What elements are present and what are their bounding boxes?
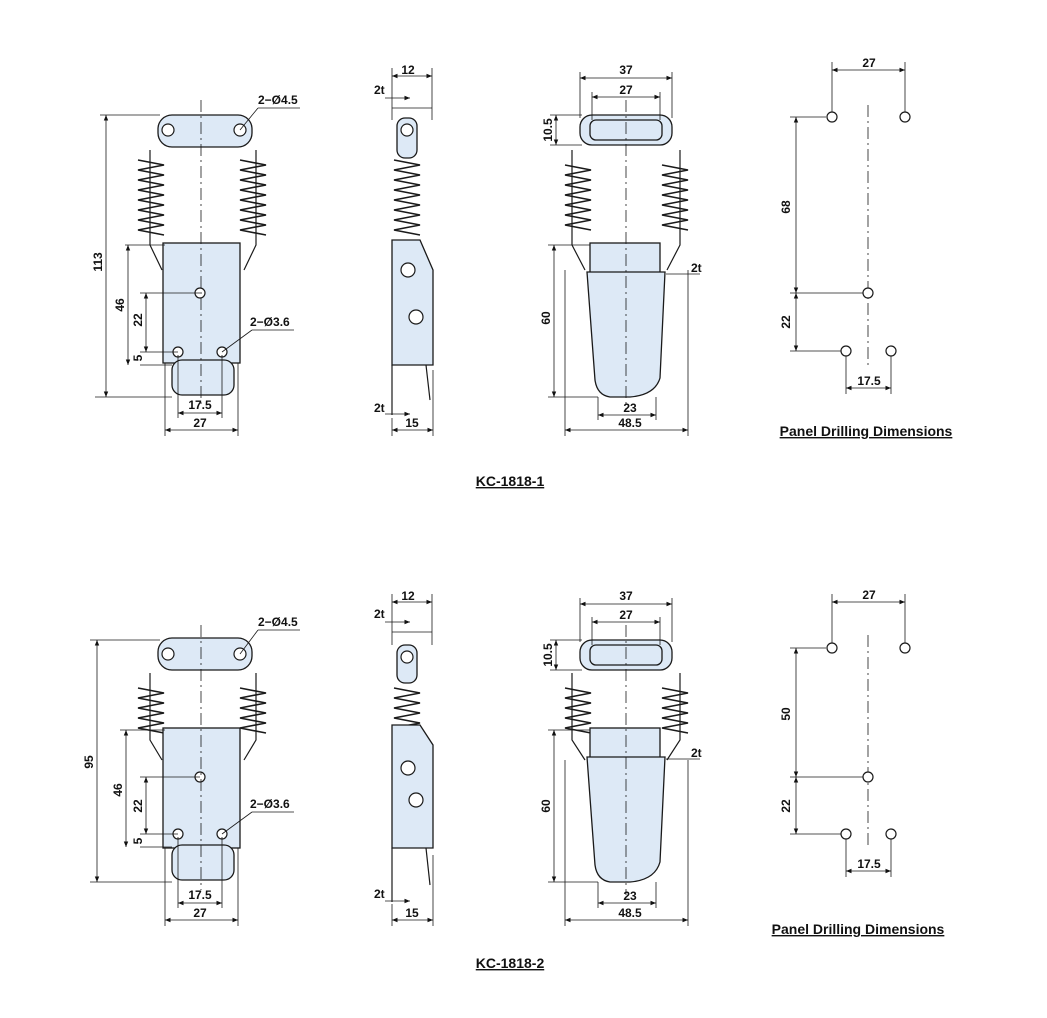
side-15-1: 15 — [405, 416, 419, 430]
dim-5-1: 5 — [131, 354, 145, 361]
side-2t-top-2: 2t — [374, 607, 385, 621]
closed-view-2: 37 27 10.5 60 2t 23 48.5 — [539, 589, 702, 926]
panel-27-1: 27 — [862, 56, 876, 70]
front-view-2: 2−Ø4.5 2−Ø3.6 95 46 22 5 17.5 27 — [82, 615, 300, 926]
side-2t-bot-1: 2t — [374, 401, 385, 415]
hole-top-label-2: 2−Ø4.5 — [258, 615, 298, 629]
dim-17-5-1: 17.5 — [188, 398, 212, 412]
side-12-1: 12 — [401, 63, 415, 77]
height-95: 95 — [82, 755, 96, 769]
panel-drilling-2: 27 50 22 17.5 Panel Drilling Dimensions — [772, 588, 945, 937]
dim-27-front-2: 27 — [193, 906, 207, 920]
panel-17-5-2: 17.5 — [857, 857, 881, 871]
side-2t-bot-2: 2t — [374, 887, 385, 901]
side-view-2: 12 2t 2t 15 — [374, 589, 434, 926]
hole-bottom-label-1: 2−Ø3.6 — [250, 315, 290, 329]
closed-60-1: 60 — [539, 311, 553, 325]
height-113: 113 — [91, 252, 105, 272]
closed-27-1: 27 — [619, 83, 633, 97]
side-12-2: 12 — [401, 589, 415, 603]
closed-48-5-2: 48.5 — [618, 906, 642, 920]
closed-23-1: 23 — [623, 401, 637, 415]
panel-22-2: 22 — [779, 799, 793, 813]
panel-22-1: 22 — [779, 315, 793, 329]
closed-48-5-1: 48.5 — [618, 416, 642, 430]
panel-caption-2: Panel Drilling Dimensions — [772, 921, 945, 937]
row-kc-1818-1: 2−Ø4.5 2−Ø3.6 113 46 22 5 17.5 27 — [91, 56, 953, 489]
dim-22-2: 22 — [131, 799, 145, 813]
dim-27-front-1: 27 — [193, 416, 207, 430]
closed-37-2: 37 — [619, 589, 633, 603]
closed-60-2: 60 — [539, 799, 553, 813]
row-kc-1818-2: 2−Ø4.5 2−Ø3.6 95 46 22 5 17.5 27 — [82, 588, 945, 971]
closed-10-5-1: 10.5 — [541, 118, 555, 142]
dim-46-1: 46 — [113, 298, 127, 312]
dim-46-2: 46 — [111, 783, 125, 797]
panel-68: 68 — [779, 200, 793, 214]
panel-17-5-1: 17.5 — [857, 374, 881, 388]
closed-10-5-2: 10.5 — [541, 643, 555, 667]
closed-27-2: 27 — [619, 608, 633, 622]
panel-drilling-1: 27 68 22 17.5 Panel Drilling Dimensions — [779, 56, 953, 439]
panel-27-2: 27 — [862, 588, 876, 602]
side-2t-top-1: 2t — [374, 83, 385, 97]
hole-bottom-label-2: 2−Ø3.6 — [250, 797, 290, 811]
panel-50: 50 — [779, 707, 793, 721]
panel-caption-1: Panel Drilling Dimensions — [780, 423, 953, 439]
closed-2t-1: 2t — [691, 261, 702, 275]
side-view-1: 12 2t 2t 15 — [374, 63, 434, 436]
model-label-2: KC-1818-2 — [476, 955, 545, 971]
front-view-1: 2−Ø4.5 2−Ø3.6 113 46 22 5 17.5 27 — [91, 93, 300, 436]
closed-23-2: 23 — [623, 889, 637, 903]
side-15-2: 15 — [405, 906, 419, 920]
dim-22-1: 22 — [131, 313, 145, 327]
dim-5-2: 5 — [131, 837, 145, 844]
closed-view-1: 37 27 10.5 60 2t 23 48.5 — [539, 63, 702, 436]
dim-17-5-2: 17.5 — [188, 888, 212, 902]
model-label-1: KC-1818-1 — [476, 473, 545, 489]
closed-37-1: 37 — [619, 63, 633, 77]
hole-top-label-1: 2−Ø4.5 — [258, 93, 298, 107]
closed-2t-2: 2t — [691, 746, 702, 760]
